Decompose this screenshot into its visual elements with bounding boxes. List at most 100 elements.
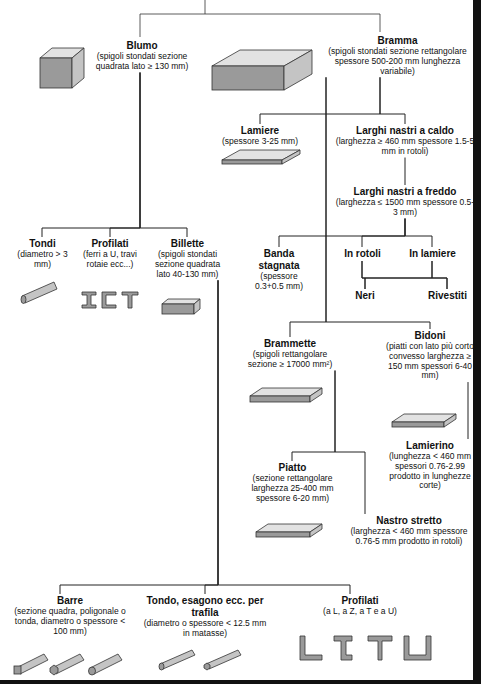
face	[310, 524, 322, 537]
bar-end	[204, 663, 210, 670]
product-name: Banda stagnata	[245, 248, 313, 272]
billet-figure	[162, 299, 200, 314]
wire-rod-figure	[159, 650, 241, 670]
product-label: Billette(spigoli stondati sezione quadra…	[150, 238, 225, 279]
product-name: Profilati	[75, 238, 145, 250]
bar	[22, 282, 57, 303]
product-name: Blumo	[92, 40, 192, 52]
bar-end	[89, 667, 96, 675]
product-spec: (diametro o spessore < 12.5 mm in matass…	[140, 619, 270, 639]
product-name: Brammette	[240, 338, 340, 350]
small-slab-figure	[250, 388, 322, 402]
tree-connector	[140, 73, 187, 237]
product-label: Bramma(spigoli stondati sezione rettango…	[320, 35, 475, 76]
face	[284, 50, 312, 90]
t-section	[122, 292, 138, 308]
bars-figure	[14, 654, 122, 675]
tree-connector	[290, 77, 326, 337]
tree-connector	[405, 158, 406, 185]
round-bar	[160, 650, 195, 669]
product-name: Rivestiti	[420, 290, 475, 302]
product-spec: (a L, a Z, a T e a U)	[300, 607, 420, 617]
face	[250, 396, 310, 402]
plate-figure	[222, 150, 300, 164]
face	[310, 388, 322, 402]
round-bar-figure	[21, 282, 57, 304]
t-section	[368, 636, 392, 660]
product-spec: (piatti con lato più corto convesso larg…	[385, 342, 475, 381]
product-name: Larghi nastri a caldo	[335, 125, 475, 137]
product-spec: (spessore 0.3+0.5 mm)	[245, 272, 313, 292]
tree-connector	[205, 280, 218, 594]
product-spec: (spigoli stondati sezione quadrata lato …	[150, 250, 225, 279]
face	[256, 532, 310, 537]
product-label: In lamiere	[400, 248, 465, 260]
page-ground	[0, 0, 473, 680]
face	[444, 414, 456, 427]
tree-connector	[60, 280, 218, 594]
face	[222, 160, 282, 164]
l-section	[300, 636, 322, 660]
product-spec: (spigoli rettangolare sezione ≥ 17000 mm…	[240, 350, 340, 370]
product-spec: (ferri a U, travi rotaie ecc...)	[75, 250, 145, 270]
product-spec: (spigoli stondati sezione quadrata lato …	[92, 52, 192, 72]
product-name: Lamierino	[385, 440, 475, 452]
tree-connector	[468, 382, 469, 439]
product-name: Piatto	[245, 462, 340, 474]
slab-figure	[212, 50, 312, 90]
face	[40, 58, 72, 88]
product-label: Rivestiti	[420, 290, 475, 302]
product-label: Tondi(diametro > 3 mm)	[15, 238, 70, 270]
bar-end	[159, 663, 164, 670]
branch-line	[140, 0, 380, 37]
face	[162, 304, 194, 314]
product-name: In rotoli	[335, 248, 390, 260]
product-label: Larghi nastri a freddo(larghezza ≤ 1500 …	[335, 186, 475, 218]
flat-figure	[256, 524, 322, 537]
product-label: In rotoli	[335, 248, 390, 260]
product-spec: (sezione rettangolare larghezza 25-400 m…	[245, 474, 340, 503]
product-label: Tondo, esagono ecc. per trafila(diametro…	[140, 595, 270, 639]
bar-end	[14, 666, 21, 674]
product-name: Larghi nastri a freddo	[335, 186, 475, 198]
section-figures	[300, 636, 431, 660]
product-label: Profilati(ferri a U, travi rotaie ecc...…	[75, 238, 145, 270]
face	[392, 422, 444, 427]
tree-connector	[260, 77, 380, 124]
section-figures	[82, 292, 138, 308]
face	[212, 66, 284, 90]
product-label: Nastro stretto(larghezza < 460 mm spesso…	[350, 515, 468, 547]
tree-connector	[335, 371, 365, 514]
product-label: Bidoni(piatti con lato più corto convess…	[385, 330, 475, 381]
product-name: Barre	[10, 595, 130, 607]
product-label: Blumo(spigoli stondati sezione quadrata …	[92, 40, 192, 72]
tree-connector	[405, 219, 432, 247]
product-spec: (diametro > 3 mm)	[15, 250, 70, 270]
face	[282, 150, 300, 164]
tree-connector	[110, 73, 140, 237]
tree-connector	[362, 219, 405, 247]
tree-connector	[365, 261, 432, 289]
product-name: Bidoni	[385, 330, 475, 342]
face	[194, 299, 200, 314]
hex-bar	[206, 650, 241, 669]
tree-connector	[42, 73, 140, 237]
product-spec: (larghezza ≤ 1500 mm spessore 0.5-3 mm)	[335, 198, 475, 218]
bar-end	[50, 665, 58, 675]
product-spec: (lunghezza < 460 mm spessori 0.76-2.99 p…	[385, 452, 475, 491]
i-beam	[82, 292, 96, 308]
z-section	[334, 636, 352, 660]
tree-connector	[279, 219, 405, 247]
product-label: Larghi nastri a caldo(larghezza ≥ 460 mm…	[335, 125, 475, 157]
u-channel	[102, 292, 116, 308]
product-label: Lamiere(spessore 3-25 mm)	[215, 125, 305, 147]
face	[72, 48, 84, 88]
product-label: Neri	[345, 290, 385, 302]
sheet-bar-figure	[392, 414, 456, 427]
product-name: In lamiere	[400, 248, 465, 260]
product-spec: (spessore 3-25 mm)	[215, 137, 305, 147]
tree-connector	[432, 261, 447, 289]
product-label: Piatto(sezione rettangolare larghezza 25…	[245, 462, 340, 503]
product-name: Lamiere	[215, 125, 305, 137]
